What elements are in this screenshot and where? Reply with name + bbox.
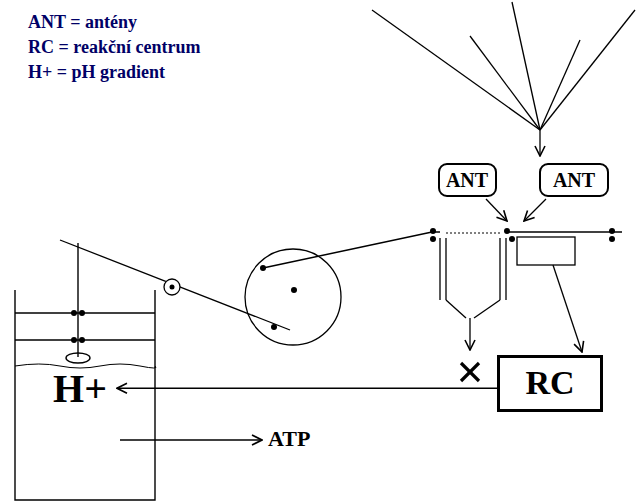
membrane bbox=[263, 232, 622, 268]
legend-note: RC = reakční centrum bbox=[28, 38, 200, 58]
node-text: ANT bbox=[446, 169, 488, 191]
node-text: RC bbox=[525, 364, 574, 401]
gear-wheel bbox=[60, 240, 341, 345]
antenna-box: ANT bbox=[539, 163, 609, 197]
antenna-box: ANT bbox=[438, 163, 497, 197]
beaker bbox=[15, 243, 262, 500]
cross-mark bbox=[461, 363, 479, 381]
node-text: ANT bbox=[553, 169, 595, 191]
membrane-dots bbox=[430, 228, 615, 242]
piston-dots bbox=[71, 310, 85, 343]
dead-end-channel bbox=[440, 238, 506, 350]
legend-note: H+ = pH gradient bbox=[28, 63, 165, 83]
flow-arrow bbox=[117, 388, 497, 389]
light-rays bbox=[372, 2, 635, 156]
proton-pool: H+ bbox=[43, 365, 117, 413]
antenna-arrows bbox=[486, 199, 546, 221]
legend-note: ANT = antény bbox=[28, 13, 137, 33]
reaction-center-box: RC bbox=[497, 355, 603, 412]
wheel-dots bbox=[170, 265, 298, 330]
antenna-channel bbox=[517, 237, 582, 352]
product-label: ATP bbox=[268, 427, 310, 451]
node-text: H+ bbox=[53, 367, 107, 411]
